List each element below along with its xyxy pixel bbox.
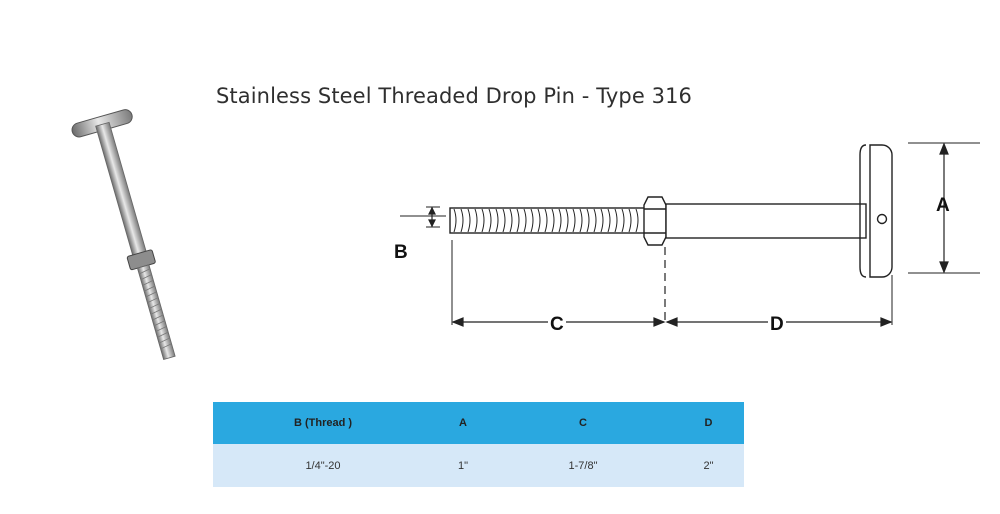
- cell-a: 1": [433, 444, 493, 487]
- cell-d: 2": [673, 444, 744, 487]
- dimension-c-label: C: [550, 314, 564, 335]
- product-photo: [71, 109, 176, 361]
- header-c: C: [493, 402, 673, 444]
- dimension-diagram: A B C D: [394, 142, 980, 335]
- header-b-thread: B (Thread ): [213, 402, 433, 444]
- dimension-a-label: A: [936, 195, 950, 216]
- header-d: D: [673, 402, 744, 444]
- header-a: A: [433, 402, 493, 444]
- cell-c: 1-7/8": [493, 444, 673, 487]
- page-title: Stainless Steel Threaded Drop Pin - Type…: [216, 84, 693, 108]
- dimension-d-label: D: [770, 314, 784, 335]
- spec-table: B (Thread ) A C D 1/4"-20 1" 1-7/8" 2": [213, 402, 744, 487]
- cell-b-thread: 1/4"-20: [213, 444, 433, 487]
- table-header-row: B (Thread ) A C D: [213, 402, 744, 444]
- table-row: 1/4"-20 1" 1-7/8" 2": [213, 444, 744, 487]
- dimension-b-label: B: [394, 242, 408, 263]
